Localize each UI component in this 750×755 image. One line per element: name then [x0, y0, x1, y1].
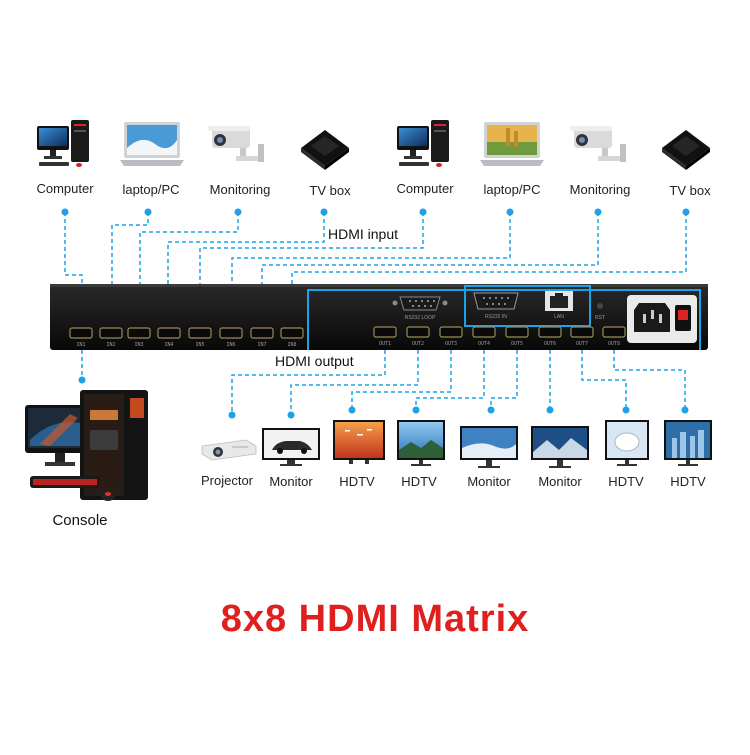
output-label-4: HDTV: [401, 474, 437, 489]
hdmi-in-port-label: IN3: [134, 342, 143, 348]
hdmi-out-port-label: OUT4: [478, 341, 490, 347]
rs232-lan-highlight-box: [464, 285, 591, 327]
hdmi-out-port-label: OUT3: [445, 341, 457, 347]
input-cctv-camera-icon-1: [208, 126, 264, 162]
output-hdtv-icon-4: [664, 420, 712, 466]
output-label-3: HDTV: [339, 474, 375, 489]
output-hdtv-icon-2: [397, 420, 445, 466]
reset-button: RST: [595, 303, 605, 321]
hdmi-in-port-label: IN5: [195, 342, 204, 348]
output-line-8: [613, 350, 686, 410]
output-hdtv-icon-3: [605, 420, 649, 466]
output-label-5: Monitor: [467, 474, 511, 489]
input-label-7: Monitoring: [569, 182, 631, 197]
reset-label: RST: [595, 315, 605, 321]
output-label-2: Monitor: [269, 474, 313, 489]
input-label-2: laptop/PC: [122, 182, 180, 197]
output-dots: [228, 406, 689, 419]
output-monitor-icon-2: [460, 426, 518, 468]
lan-label: LAN: [554, 314, 564, 320]
input-line-3: [139, 212, 239, 330]
hdmi-in-port-label: IN7: [257, 342, 266, 348]
output-line-7: [581, 350, 627, 410]
hdmi-in-ports: IN1 IN2 IN3 IN4 IN5 IN6 IN7 IN8: [69, 327, 304, 348]
output-line-1: [231, 350, 386, 415]
output-line-5: [490, 350, 518, 410]
hdmi-in-port-label: IN4: [164, 342, 173, 348]
hdmi-out-port-label: OUT2: [412, 341, 424, 347]
output-label-7: HDTV: [608, 474, 644, 489]
console-label: Console: [52, 512, 108, 529]
hdmi-in-port-label: IN8: [287, 342, 296, 348]
input-tv-box-icon-2: [662, 130, 710, 170]
hdmi-out-port-label: OUT6: [544, 341, 556, 347]
lan-port: LAN: [545, 291, 573, 320]
rs232-loop-label: RS232 LOOP: [405, 315, 436, 321]
output-monitor-icon-3: [531, 426, 589, 468]
input-label-4: TV box: [309, 183, 351, 198]
hdmi-in-port-label: IN6: [226, 342, 235, 348]
hdmi-out-ports: OUT1 OUT2 OUT3 OUT4 OUT5 OUT6 OUT7 OUT8: [373, 326, 626, 347]
input-label-8: TV box: [669, 183, 711, 198]
input-label-5: Computer: [396, 181, 454, 196]
matrix-device-rear-panel: IN1 IN2 IN3 IN4 IN5 IN6 IN7 IN8 RS232 LOOP RS23…: [50, 284, 708, 350]
hdmi-out-port-label: OUT8: [608, 341, 620, 347]
input-line-5: [199, 212, 424, 330]
input-label-3: Monitoring: [209, 182, 271, 197]
input-cctv-camera-icon-2: [570, 126, 626, 162]
output-projector-icon: [201, 439, 257, 461]
output-label-6: Monitor: [538, 474, 582, 489]
hdmi-in-port-label: IN2: [106, 342, 115, 348]
output-line-4: [415, 350, 485, 410]
output-hdtv-icon-1: [333, 420, 385, 464]
output-monitor-icon-1: [262, 428, 320, 466]
input-dots: [61, 208, 690, 216]
input-laptop-icon-1: [120, 122, 184, 166]
hdmi-out-port-label: OUT5: [511, 341, 523, 347]
console-gaming-pc-icon: [25, 390, 148, 501]
hdmi-in-port-label: IN1: [76, 342, 85, 348]
rs232-in-label: RS232 IN: [485, 314, 507, 320]
output-line-2: [290, 350, 419, 415]
power-socket: [627, 295, 697, 343]
hdmi-output-label: HDMI output: [272, 353, 357, 369]
rs232-loop-port: RS232 LOOP: [392, 296, 448, 321]
input-computer-icon-2: [397, 120, 449, 167]
output-label-8: HDTV: [670, 474, 706, 489]
input-laptop-icon-2: [480, 122, 544, 166]
input-label-1: Computer: [36, 181, 94, 196]
input-computer-icon-1: [37, 120, 89, 167]
rs232-in-port: RS232 IN: [473, 292, 519, 320]
input-label-6: laptop/PC: [483, 182, 541, 197]
input-line-4: [167, 212, 325, 330]
output-connection-lines: [231, 350, 686, 415]
output-label-1: Projector: [200, 473, 254, 488]
hdmi-input-label: HDMI input: [325, 226, 402, 242]
output-line-3: [351, 350, 452, 410]
input-tv-box-icon-1: [301, 130, 349, 170]
page-title: 8x8 HDMI Matrix: [220, 598, 530, 640]
console-connection-line: [78, 350, 86, 384]
output-section-outline: [307, 289, 701, 350]
input-line-2: [111, 212, 149, 330]
hdmi-out-port-label: OUT7: [576, 341, 588, 347]
hdmi-out-port-label: OUT1: [379, 341, 391, 347]
